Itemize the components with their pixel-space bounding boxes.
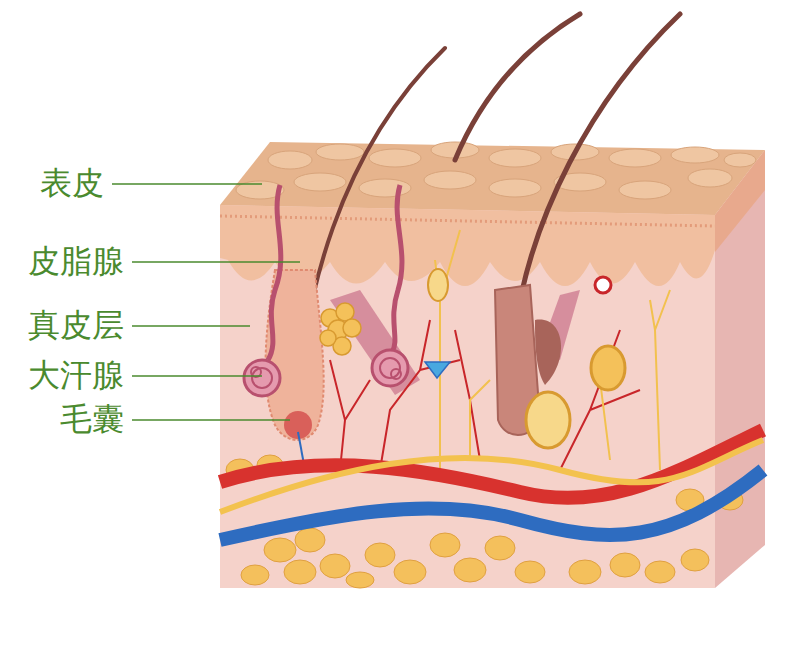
corpuscle <box>428 269 448 301</box>
part-label: 表皮 <box>40 166 104 201</box>
side-face <box>715 150 765 588</box>
surface-cells <box>236 142 756 199</box>
leader-line <box>132 375 262 376</box>
vein <box>220 470 763 540</box>
artery <box>220 430 763 498</box>
skin-surface <box>220 142 765 215</box>
nerve-fibers <box>435 230 670 470</box>
receptor <box>595 277 611 293</box>
gland <box>535 320 561 385</box>
receptor <box>425 362 450 378</box>
part-label: 大汗腺 <box>28 358 124 393</box>
part-label: 真皮层 <box>28 308 124 343</box>
side-epidermis <box>715 150 765 252</box>
corpuscle <box>591 346 625 390</box>
nerve <box>220 440 763 512</box>
part-label: 毛囊 <box>60 402 124 437</box>
leader-line <box>132 325 250 326</box>
gland-coil <box>251 358 401 388</box>
hair <box>298 14 680 425</box>
part-label: 皮脂腺 <box>28 244 124 279</box>
muscle <box>330 290 420 395</box>
sweat-gland <box>244 350 408 396</box>
sweat-duct <box>268 185 402 360</box>
capillaries <box>330 320 640 470</box>
leader-line <box>112 183 262 184</box>
sebaceous-gland <box>320 303 361 355</box>
leader-line <box>132 261 300 262</box>
leader-line <box>132 419 290 420</box>
corpuscle <box>526 392 570 448</box>
stratum-line <box>220 216 715 226</box>
